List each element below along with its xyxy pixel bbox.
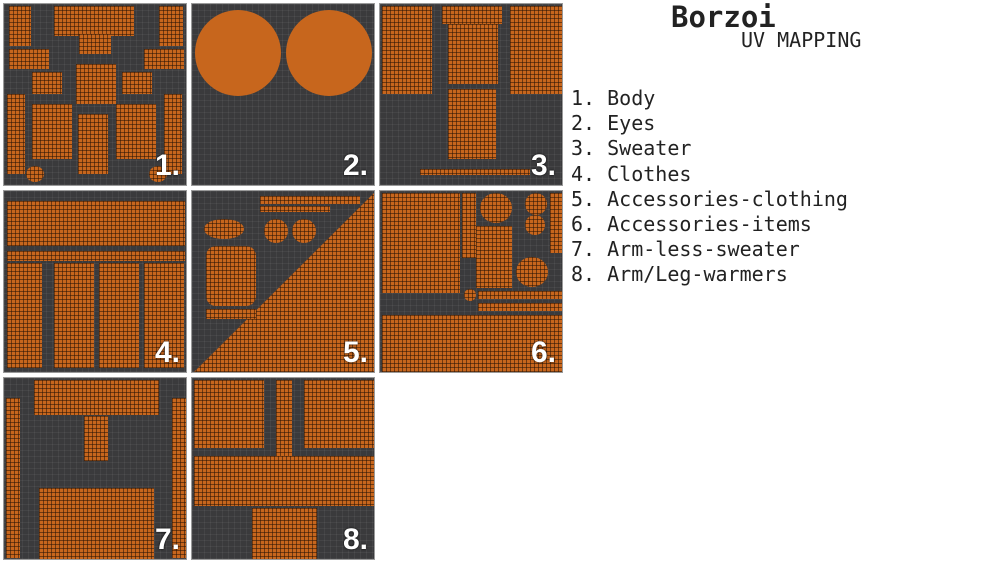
- panel-number: 1.: [154, 149, 180, 182]
- legend-item: 3. Sweater: [571, 136, 692, 161]
- panel-number: 5.: [342, 336, 368, 369]
- panel-number: 6.: [530, 336, 556, 369]
- uv-panel-sweater: 3.: [379, 3, 563, 186]
- uv-panel-clothes: 4.: [3, 190, 187, 373]
- panel-number: 3.: [530, 149, 556, 182]
- legend-item: 2. Eyes: [571, 111, 656, 136]
- uv-panel-arm-less-sweater: 7.: [3, 377, 187, 560]
- page-subtitle: UV MAPPING: [741, 28, 862, 52]
- legend-item: 4. Clothes: [571, 161, 692, 186]
- legend-item: 1. Body: [571, 86, 656, 110]
- legend-item: 8. Arm/Leg-warmers: [571, 262, 788, 287]
- uv-panel-body: 1.: [3, 3, 187, 186]
- panel-number: 8.: [342, 523, 368, 556]
- uv-panel-accessories-items: 6.: [379, 190, 563, 373]
- legend-item: 7. Arm-less-sweater: [571, 237, 800, 262]
- panel-number: 2.: [342, 149, 368, 182]
- uv-panel-eyes: 2.: [191, 3, 375, 186]
- uv-legend: 1. Body 2. Eyes 3. Sweater 4. Clothes 5.…: [571, 86, 848, 288]
- panel-number: 4.: [154, 336, 180, 369]
- uv-panel-accessories-clothing: 5.: [191, 190, 375, 373]
- panel-number: 7.: [154, 523, 180, 556]
- legend-item: 5. Accessories-clothing: [571, 186, 848, 211]
- page-title: Borzoi: [671, 0, 776, 34]
- legend-item: 6. Accessories-items: [571, 211, 812, 236]
- uv-panel-arm-leg-warmers: 8.: [191, 377, 375, 560]
